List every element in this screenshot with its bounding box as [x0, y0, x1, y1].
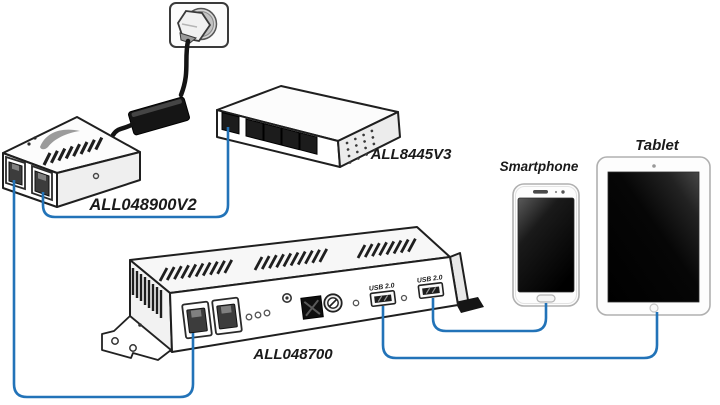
server-ethernet-port-1 — [181, 300, 213, 340]
injector-led-1 — [27, 142, 31, 146]
injector-ethernet-port-1 — [5, 155, 26, 191]
power-cable — [178, 38, 191, 98]
injector-led-2 — [33, 136, 37, 140]
power-plug-icon — [177, 10, 212, 44]
server-top-vents-2 — [253, 248, 329, 271]
brand-logo-icon — [40, 129, 80, 150]
switch-port-4 — [281, 127, 300, 151]
switch-port-1 — [221, 111, 240, 135]
switch-port-3 — [263, 122, 282, 146]
tablet-home-button — [649, 303, 659, 313]
tablet-camera — [652, 164, 656, 168]
cable-injector-switch — [41, 127, 230, 219]
smartphone — [512, 183, 580, 307]
switch-port-5 — [299, 132, 318, 155]
server-side-dot — [138, 323, 142, 327]
server-usb-port-2 — [417, 281, 445, 300]
switch-port-2 — [245, 118, 264, 142]
injector-screw — [92, 172, 100, 180]
server-side-vents — [131, 268, 163, 318]
usb-port-label-1: USB 2.0 — [369, 282, 396, 293]
smartphone-speaker — [533, 190, 548, 194]
tablet — [596, 156, 711, 316]
injector-label: ALL048900V2 — [88, 196, 196, 214]
adapter-cable — [110, 121, 136, 138]
injector-vents — [42, 136, 104, 166]
server-label: ALL048700 — [252, 346, 333, 363]
injector-ethernet-port-2 — [31, 164, 53, 202]
flange-hole-1 — [111, 337, 119, 345]
usb-port-label-2: USB 2.0 — [417, 274, 444, 285]
switch-label: ALL8445V3 — [370, 146, 453, 163]
cable-server-tablet — [381, 306, 659, 360]
server-status-leds — [245, 309, 271, 321]
smartphone-screen — [517, 197, 575, 293]
tablet-label: Tablet — [635, 137, 680, 154]
smartphone-label: Smartphone — [500, 159, 579, 174]
server-hole-1 — [352, 299, 360, 307]
server-ethernet-port-2 — [211, 296, 243, 336]
network-switch — [216, 85, 401, 168]
tablet-screen — [607, 171, 700, 303]
server-top-vents-3 — [356, 238, 417, 259]
server-top-vents-1 — [158, 259, 234, 282]
smartphone-home-button — [536, 294, 556, 303]
smartphone-camera — [561, 190, 565, 194]
server-power-connector — [323, 293, 343, 313]
smartphone-sensor — [554, 190, 558, 194]
server-foot — [455, 297, 484, 313]
server-reset-button — [281, 292, 292, 303]
server-usb-port-1 — [369, 289, 397, 308]
cable-injector-server — [12, 180, 195, 399]
server-mounting-flange — [101, 315, 172, 361]
flange-hole-2 — [129, 344, 137, 352]
server-hole-2 — [400, 294, 408, 302]
cable-server-smartphone — [431, 298, 548, 333]
usb-server: USB 2.0 USB 2.0 — [101, 226, 484, 361]
wall-outlet — [169, 2, 229, 48]
server-optical-port — [300, 295, 324, 320]
switch-vent-dots — [345, 125, 385, 164]
